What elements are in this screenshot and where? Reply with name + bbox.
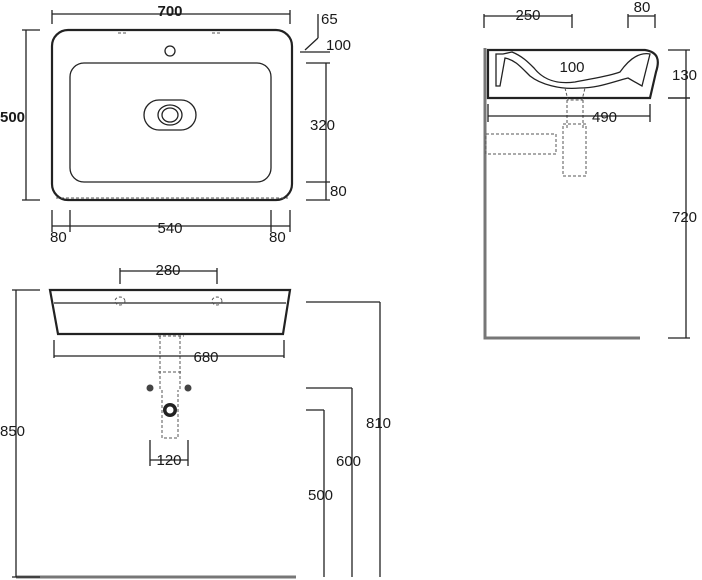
waste-trap-front: [161, 390, 179, 439]
fixing-hole-left: [114, 296, 126, 306]
dim-tap-depth: 100: [326, 37, 351, 54]
dim-line-side-depth: [483, 14, 573, 28]
side-view: 250 80 100 130 490 720: [483, 0, 697, 340]
dim-line-front-width: [53, 340, 285, 358]
dim-rim-height: 850: [0, 423, 25, 440]
dim-bowl-width: 540: [157, 220, 182, 237]
bracket-right: [184, 384, 192, 392]
trap-horizontal: [485, 133, 557, 155]
waste-outlet-outer: [157, 104, 183, 126]
dim-line-side-projection: [487, 104, 651, 122]
dim-bowl-depth: 320: [310, 117, 335, 134]
dim-front-width: 680: [193, 349, 218, 366]
dim-side-lip: 80: [634, 0, 651, 16]
dim-side-height: 130: [672, 67, 697, 84]
dim-line-front-rim: [306, 182, 330, 201]
trap-vertical: [562, 123, 587, 177]
basin-outline-side: [486, 48, 659, 100]
tap-hole: [164, 45, 176, 57]
dim-side-right: 80: [269, 229, 286, 246]
dim-line-bottom: [51, 210, 291, 232]
fixing-hole-right: [211, 296, 223, 306]
basin-outline-front: [48, 288, 292, 336]
dim-side-depth: 250: [515, 7, 540, 24]
dim-top-width: 700: [157, 3, 182, 20]
dim-bracket-spacing: 120: [156, 452, 181, 469]
top-view: 700 65 100 500 320 80 80 540 80: [0, 3, 351, 246]
wall-floor-line: [483, 48, 640, 340]
dim-mount-height-side: 720: [672, 209, 697, 226]
dim-bracket-height: 810: [366, 415, 391, 432]
front-view: 280 680 120 850 810 600 500: [0, 262, 391, 579]
waste-pipe-front: [158, 335, 184, 390]
basin-outline-top: [50, 28, 294, 202]
bracket-left: [146, 384, 154, 392]
dim-line-fixing-spacing: [119, 268, 218, 284]
dim-line-bracket-height: [306, 301, 381, 577]
dim-line-rim-height: [12, 289, 40, 578]
dim-line-top-width: [51, 10, 291, 24]
dim-line-mount-height-side: [668, 97, 690, 339]
trap-upper: [566, 100, 584, 130]
dim-line-tap-offset: [304, 14, 319, 51]
dim-side-projection: 490: [592, 109, 617, 126]
dim-fixing-spacing: 280: [155, 262, 180, 279]
dim-line-side-lip: [627, 14, 656, 28]
dim-tap-offset: 65: [321, 11, 338, 28]
waste-outlet-inner: [161, 107, 179, 123]
dim-waste-depth: 100: [559, 59, 584, 76]
waste-dashed: [564, 87, 586, 101]
waste-outlet-center: [166, 406, 174, 414]
dim-line-outlet-height: [306, 409, 325, 577]
dim-line-top-depth: [22, 29, 40, 201]
dim-top-depth: 500: [0, 109, 25, 126]
bowl-profile-side: [495, 51, 651, 90]
dim-line-bracket-spacing: [149, 440, 189, 466]
dim-waste-height: 600: [336, 453, 361, 470]
bowl-outline-top: [69, 62, 272, 183]
dim-line-waste-height: [306, 387, 353, 577]
dim-side-left: 80: [50, 229, 67, 246]
waste-surround: [143, 99, 197, 131]
dim-outlet-height: 500: [308, 487, 333, 504]
dim-front-rim: 80: [330, 183, 347, 200]
